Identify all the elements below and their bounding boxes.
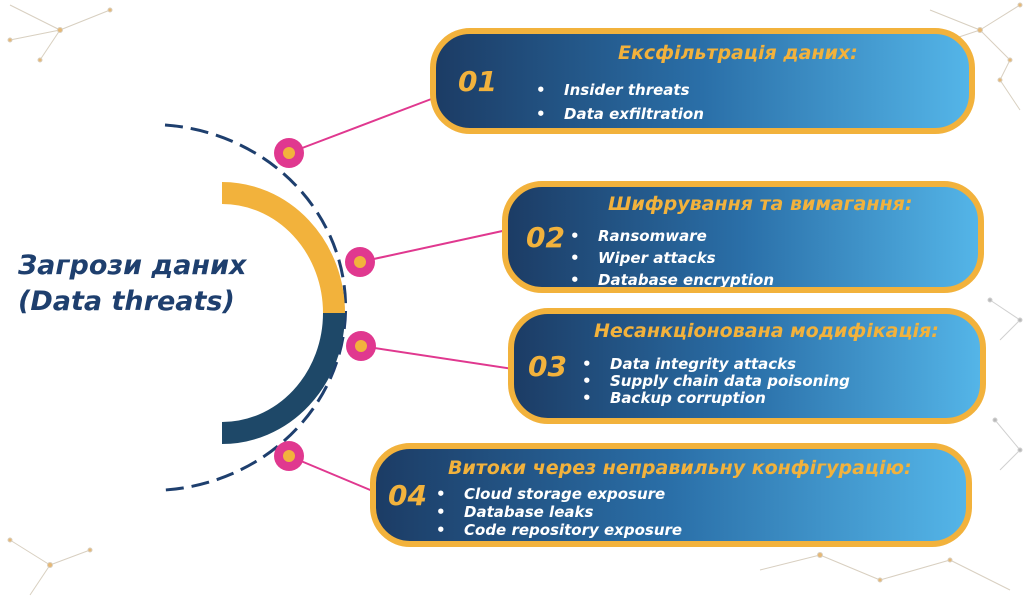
list-item: Supply chain data poisoning	[582, 373, 850, 391]
dashed-outer-arc	[164, 123, 348, 492]
threat-card-04: 04 Витоки через неправильну конфігурацію…	[370, 443, 972, 547]
card-number: 04	[388, 478, 427, 512]
card-item-list: Cloud storage exposure Database leaks Co…	[436, 485, 682, 539]
card-title: Витоки через неправильну конфігурацію:	[448, 457, 912, 479]
connector-line-02	[359, 229, 508, 263]
list-item: API data scraping	[536, 126, 713, 128]
network-decoration-right	[987, 297, 1023, 471]
list-item: Data exfiltration	[536, 102, 713, 126]
gold-arc-segment	[221, 182, 345, 314]
card-item-list: Data integrity attacks Supply chain data…	[582, 356, 850, 408]
connector-line-03	[360, 345, 521, 371]
card-number: 02	[526, 220, 565, 254]
list-item: Database encryption	[570, 269, 774, 287]
threat-card-03: 03 Несанкціонована модифікація: Data int…	[508, 308, 986, 424]
threat-card-01: 01 Ексфільтрація даних: Insider threats …	[430, 28, 975, 134]
list-item: Wiper attacks	[570, 247, 774, 269]
list-item: Ransomware	[570, 225, 774, 247]
card-number: 01	[458, 64, 497, 98]
card-title: Несанкціонована модифікація:	[594, 320, 939, 342]
list-item: Data integrity attacks	[582, 356, 850, 374]
list-item: Code repository exposure	[436, 521, 682, 539]
connector-line-04	[288, 455, 376, 493]
list-item: Cloud storage exposure	[436, 485, 682, 503]
network-decoration-bottom-right	[759, 552, 1011, 591]
list-item: Database leaks	[436, 503, 682, 521]
connector-node-01	[274, 138, 304, 168]
threat-card-02: 02 Шифрування та вимагання: Ransomware W…	[502, 181, 984, 293]
main-title-line2: (Data threats)	[18, 286, 235, 317]
connector-node-03	[346, 331, 376, 361]
card-title: Шифрування та вимагання:	[608, 193, 913, 215]
card-number: 03	[528, 349, 567, 383]
main-title-line1: Загрози даних	[18, 250, 247, 281]
list-item: Insider threats	[536, 78, 713, 102]
list-item: Backup corruption	[582, 390, 850, 408]
main-title: Загрози даних (Data threats)	[18, 248, 248, 320]
connector-line-01	[288, 97, 435, 154]
network-decoration-top-left	[7, 4, 113, 63]
card-title: Ексфільтрація даних:	[618, 42, 858, 64]
card-item-list: Insider threats Data exfiltration API da…	[536, 78, 713, 128]
card-item-list: Ransomware Wiper attacks Database encryp…	[570, 225, 774, 287]
navy-arc-segment	[221, 312, 345, 444]
connector-node-02	[345, 247, 375, 277]
connector-node-04	[274, 441, 304, 471]
network-decoration-bottom-left	[7, 537, 93, 596]
